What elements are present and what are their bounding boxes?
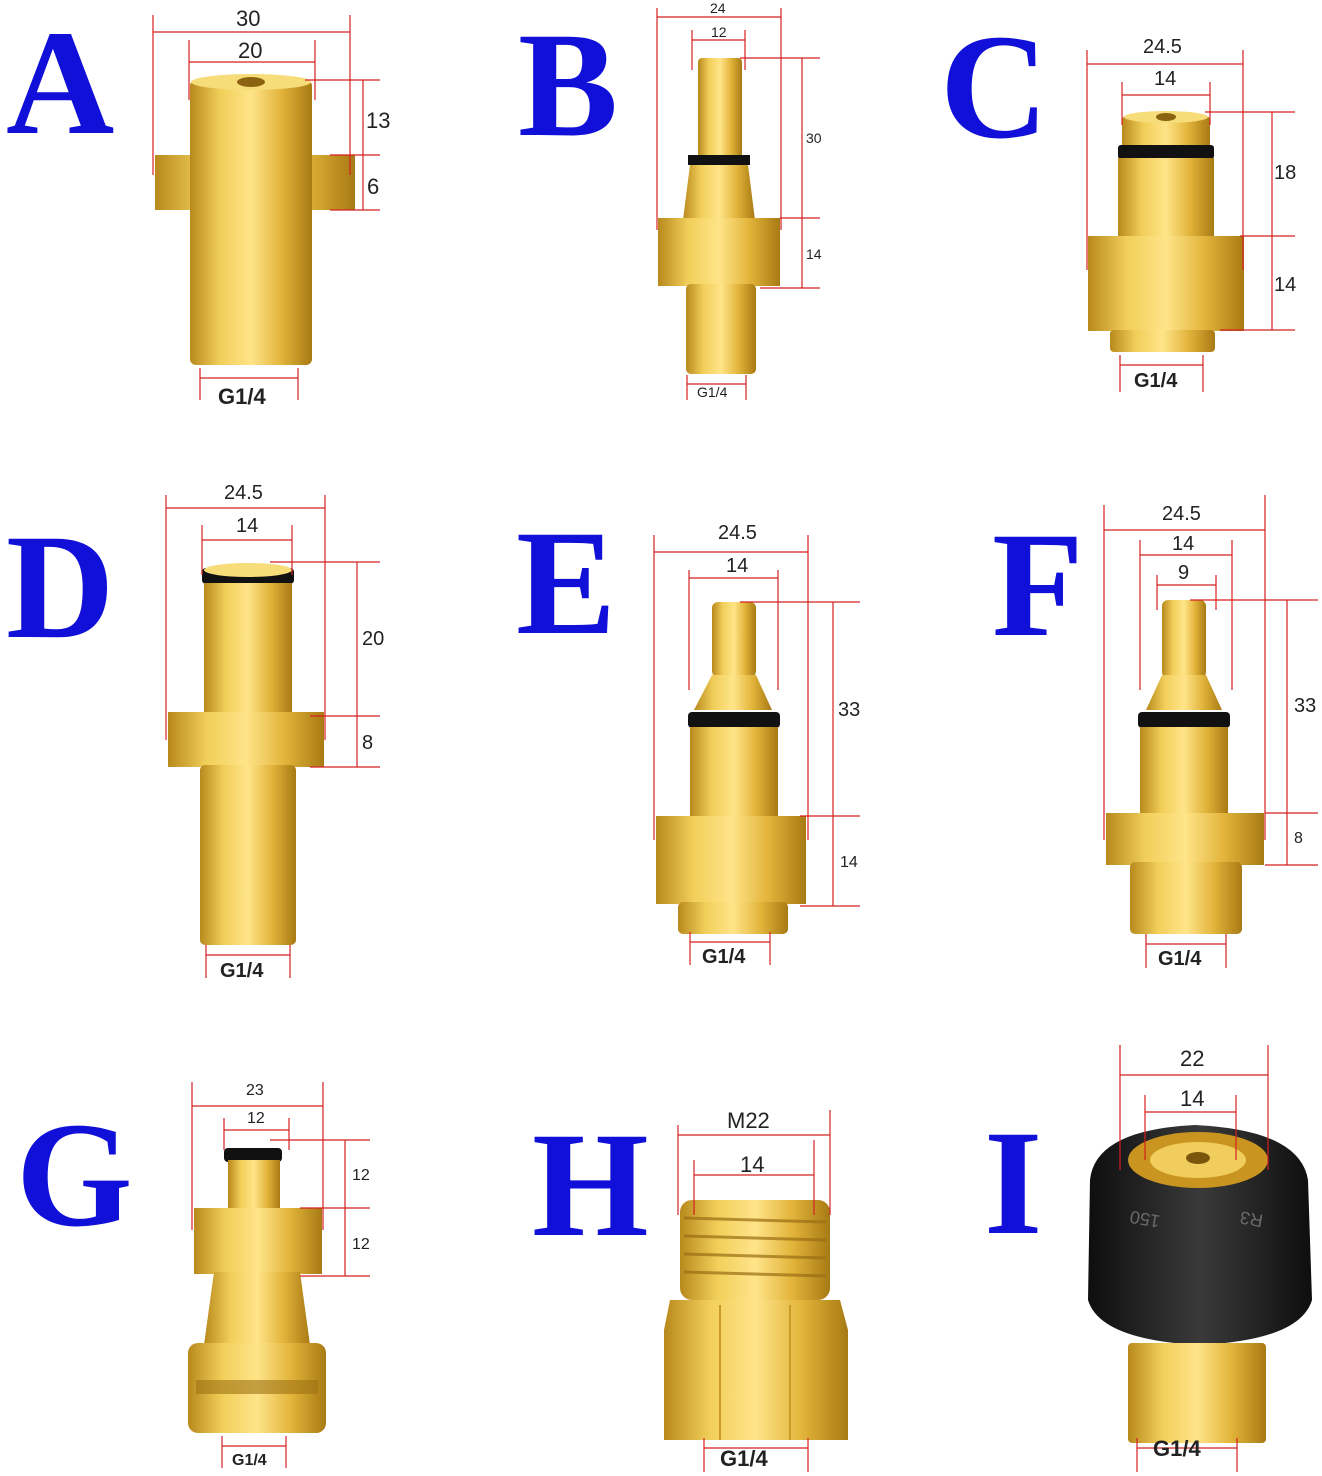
adapter-c-dimensions (1086, 50, 1295, 392)
adapter-h-width-outer: M22 (727, 1108, 770, 1133)
adapter-c-width-outer: 24.5 (1143, 36, 1182, 58)
adapter-i-letter: I (984, 1100, 1043, 1266)
adapter-g-height-flange: 12 (352, 1236, 370, 1253)
adapter-e-dimensions (653, 535, 860, 965)
adapter-e-body (656, 602, 806, 934)
adapter-i-dimensions (1119, 1045, 1269, 1472)
adapter-a-dimensions (152, 15, 380, 400)
adapter-i-body (1088, 1125, 1312, 1443)
adapter-b-body (658, 58, 780, 374)
adapter-f-letter: F (992, 502, 1084, 668)
adapter-g-width-outer: 23 (246, 1082, 264, 1099)
adapter-c-thread: G1/4 (1134, 370, 1178, 392)
adapter-f-dimensions (1103, 495, 1318, 968)
adapter-f-height-flange: 8 (1294, 830, 1303, 847)
adapter-c-body (1088, 111, 1244, 352)
adapter-a-height-top: 13 (366, 108, 391, 133)
adapter-d-body (168, 563, 324, 945)
adapter-f-height-top: 33 (1294, 695, 1317, 717)
adapter-i-width-outer: 22 (1180, 1046, 1205, 1071)
adapter-g-dimensions (191, 1082, 370, 1468)
adapter-h-width-inner: 14 (740, 1152, 765, 1177)
adapter-d-width-inner: 14 (236, 515, 259, 537)
adapter-e-thread: G1/4 (702, 946, 746, 968)
adapter-e-width-inner: 14 (726, 555, 749, 577)
adapter-b-thread: G1/4 (697, 384, 728, 400)
adapter-h-letter: H (532, 1102, 649, 1268)
adapter-f-thread: G1/4 (1158, 948, 1202, 970)
adapter-d-width-outer: 24.5 (224, 482, 263, 504)
adapter-d-height-top: 20 (362, 628, 385, 650)
adapter-a-letter: A (6, 0, 115, 166)
adapter-a-width-inner: 20 (238, 38, 263, 63)
adapter-d-dimensions (165, 495, 380, 978)
adapter-c-height-top: 18 (1274, 162, 1297, 184)
adapter-e-width-outer: 24.5 (718, 522, 757, 544)
adapter-f-width-outer: 24.5 (1162, 503, 1201, 525)
adapter-i-width-inner: 14 (1180, 1086, 1205, 1111)
adapter-a-thread: G1/4 (218, 384, 266, 409)
adapter-g-body (188, 1148, 326, 1433)
adapter-c-height-flange: 14 (1274, 274, 1297, 296)
adapter-c-width-inner: 14 (1154, 68, 1177, 90)
adapter-a-height-flange: 6 (367, 174, 380, 199)
adapter-c-letter: C (940, 4, 1049, 170)
adapter-g-width-inner: 12 (247, 1110, 265, 1127)
adapter-b-width-outer: 24 (710, 0, 726, 16)
adapter-b-height-top: 30 (806, 130, 822, 146)
adapter-a-width-outer: 30 (236, 6, 261, 31)
adapter-h-dimensions (677, 1110, 831, 1472)
adapter-i-nut-marking-2: R3 (1238, 1207, 1265, 1231)
adapter-d-height-flange: 8 (362, 732, 374, 754)
adapter-h-body (664, 1200, 848, 1440)
adapter-g-thread: G1/4 (232, 1452, 267, 1469)
adapter-b-dimensions (656, 8, 820, 400)
adapter-f-width-inner: 14 (1172, 533, 1195, 555)
adapter-b-width-inner: 12 (711, 24, 727, 40)
adapter-e-height-flange: 14 (840, 854, 858, 871)
adapter-d-letter: D (6, 504, 115, 670)
adapter-e-letter: E (516, 500, 617, 666)
adapter-f-body (1106, 600, 1264, 934)
adapter-b-letter: B (518, 2, 619, 168)
adapter-i-thread: G1/4 (1153, 1436, 1201, 1461)
adapter-a-body (155, 74, 355, 365)
adapter-e-height-top: 33 (838, 699, 861, 721)
adapter-h-thread: G1/4 (720, 1446, 768, 1471)
adapter-g-letter: G (16, 1092, 133, 1258)
adapter-b-height-flange: 14 (806, 246, 822, 262)
adapter-d-thread: G1/4 (220, 960, 264, 982)
adapter-g-height-top: 12 (352, 1167, 370, 1184)
adapter-f-width-tip: 9 (1178, 562, 1190, 584)
